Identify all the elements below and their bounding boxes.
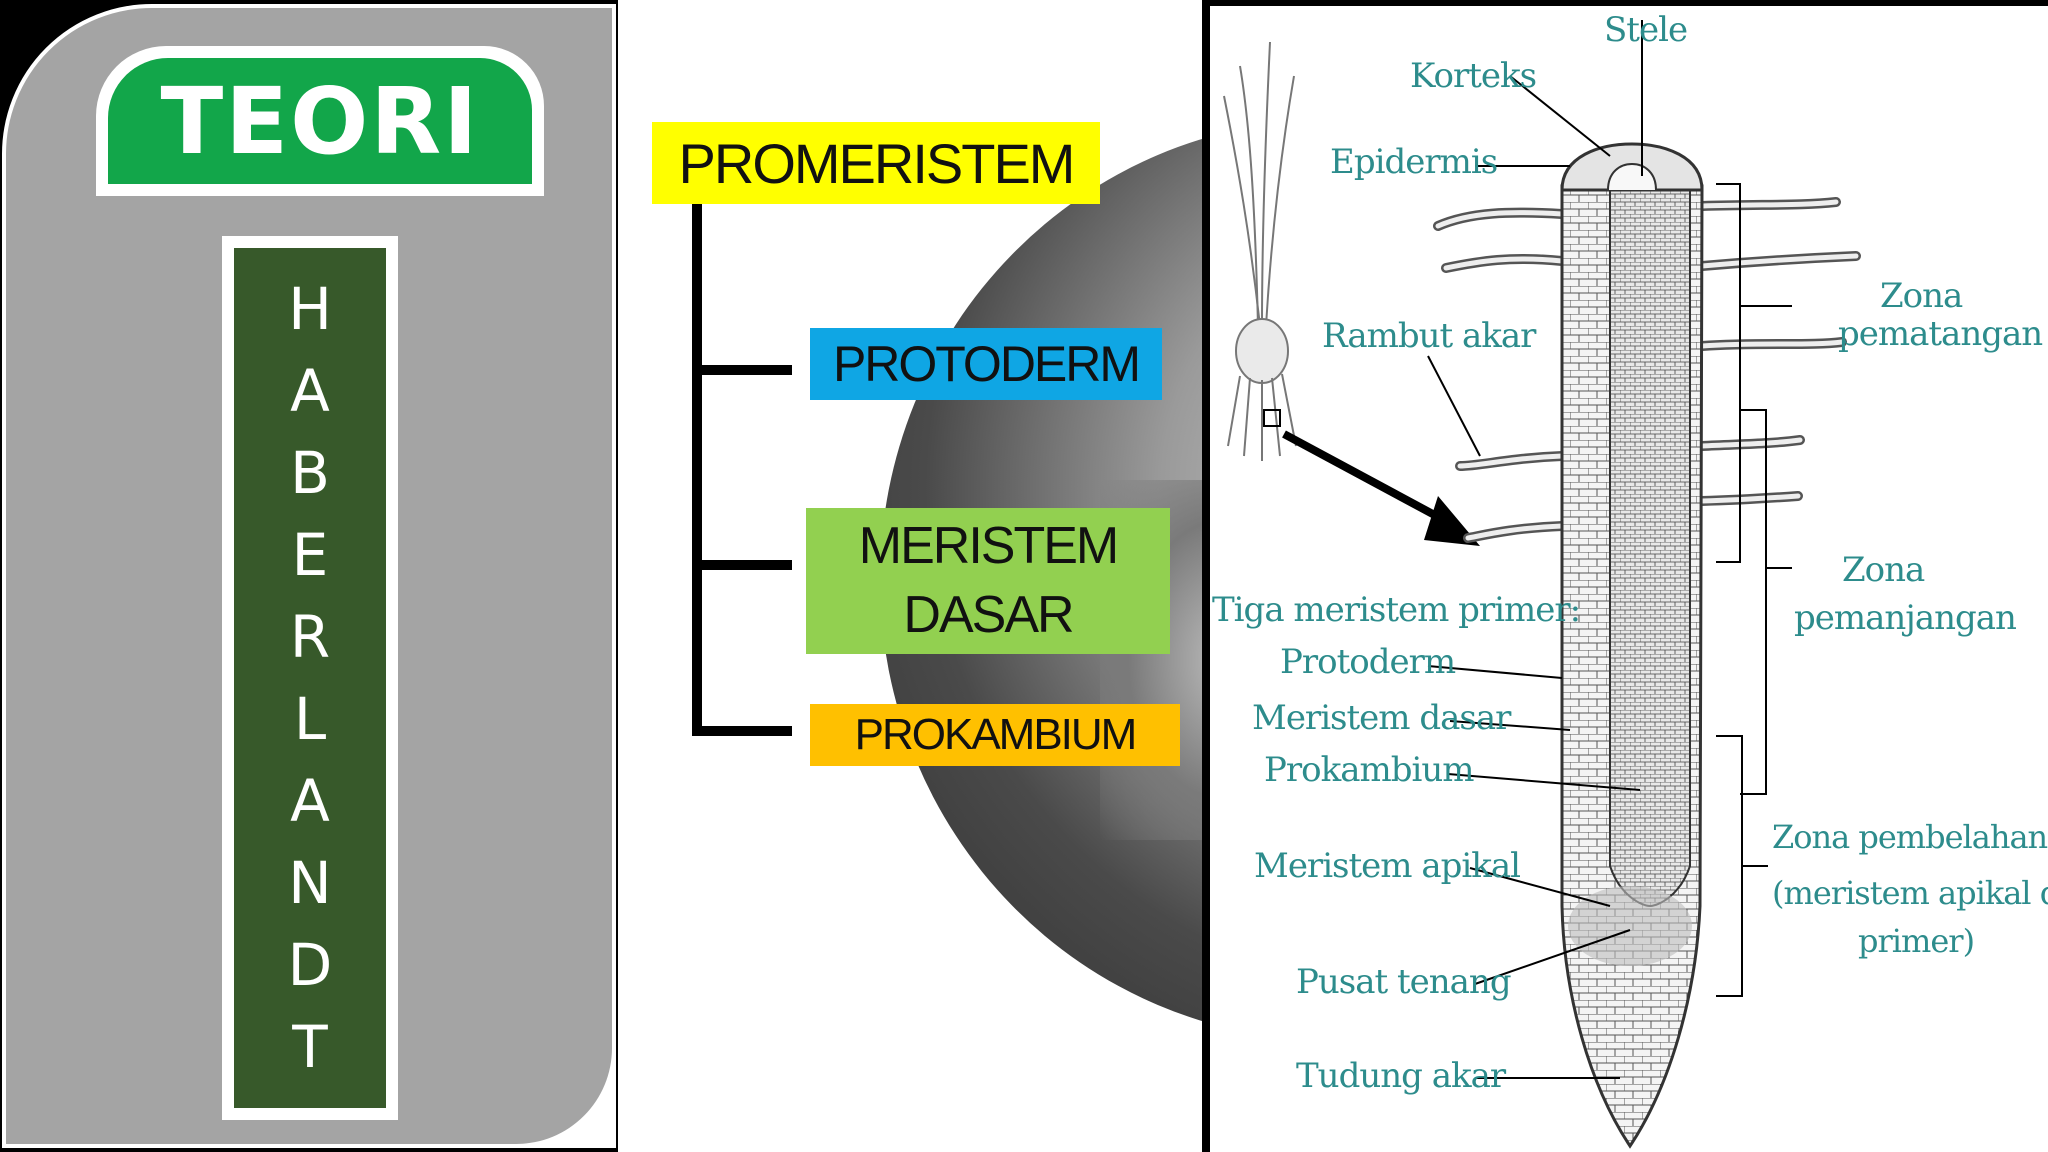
name-letter: T — [292, 1013, 328, 1081]
title-banner: TEORI — [96, 46, 544, 196]
label-zona-pembelahan-3: primer) — [1858, 922, 1975, 960]
left-panel-corner — [516, 846, 616, 1148]
name-letter: L — [293, 685, 327, 753]
prokambium-box: PROKAMBIUM — [810, 704, 1180, 766]
prokambium-label: PROKAMBIUM — [854, 710, 1138, 759]
meristem-dasar-label-line2: DASAR — [903, 586, 1074, 644]
title-text: TEORI — [160, 67, 480, 175]
name-letter: R — [289, 603, 331, 671]
root-diagram — [1223, 6, 1890, 1149]
name-letter: B — [290, 439, 330, 507]
name-letter: A — [290, 357, 330, 425]
meristem-dasar-box: MERISTEM DASAR — [806, 508, 1170, 654]
seedling-illustration — [1223, 41, 1297, 461]
root-hairs-inner — [1435, 199, 1859, 541]
meristem-dasar-label-line1: MERISTEM — [858, 517, 1119, 576]
label-zona-pematangan-2: pematangan — [1838, 314, 2043, 354]
zoom-arrow-line — [1282, 430, 1457, 530]
label-protoderm: Protoderm — [1280, 642, 1456, 682]
label-korteks: Korteks — [1410, 56, 1537, 96]
protoderm-label: PROTODERM — [832, 336, 1141, 392]
name-letter: D — [287, 931, 333, 999]
name-letter: A — [290, 767, 330, 835]
label-zona-pemanjangan-2: pemanjangan — [1794, 598, 2017, 638]
protoderm-box: PROTODERM — [810, 328, 1162, 400]
label-prokambium: Prokambium — [1264, 750, 1474, 790]
label-zona-pembelahan-1: Zona pembelahan sel — [1772, 818, 2048, 856]
tree-connector-meristem — [692, 560, 792, 570]
label-epidermis: Epidermis — [1330, 142, 1498, 182]
label-pusat-tenang: Pusat tenang — [1296, 962, 1512, 1002]
name-column: H A B E R L A N D T — [222, 236, 398, 1120]
zone-brackets — [1716, 183, 1792, 997]
label-rambut-akar: Rambut akar — [1322, 316, 1536, 356]
label-meristem-dasar: Meristem dasar — [1252, 698, 1511, 738]
label-zona-pembelahan-2: (meristem apikal dan — [1772, 874, 2048, 912]
root-apical-region — [1568, 886, 1692, 966]
name-letter: E — [291, 521, 329, 589]
leader-lines — [1427, 75, 1641, 1079]
tree-connector-protoderm — [692, 365, 792, 375]
label-tudung-akar: Tudung akar — [1296, 1056, 1506, 1096]
label-tiga-meristem: Tiga meristem primer: — [1212, 590, 1581, 630]
root-stele — [1609, 185, 1691, 908]
name-column-fill: H A B E R L A N D T — [234, 248, 386, 1108]
tree-connector-vertical — [692, 204, 702, 734]
label-meristem-apikal: Meristem apikal — [1254, 846, 1521, 886]
name-letter: N — [288, 849, 332, 917]
label-stele: Stele — [1604, 10, 1688, 50]
label-zona-pemanjangan-1: Zona — [1842, 550, 1925, 590]
title-banner-fill: TEORI — [108, 58, 532, 184]
name-letter: H — [288, 275, 332, 343]
zoom-marker — [1263, 409, 1281, 427]
tree-connector-prokambium — [692, 726, 792, 736]
label-zona-pematangan-1: Zona — [1880, 276, 1963, 316]
promeristem-box: PROMERISTEM — [652, 122, 1100, 204]
promeristem-label: PROMERISTEM — [678, 131, 1076, 195]
